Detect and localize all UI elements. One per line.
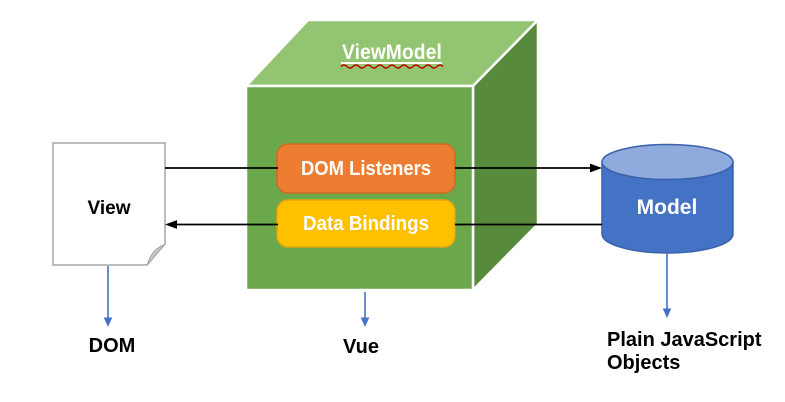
page-fold	[147, 244, 165, 265]
caption-arrows	[103, 253, 672, 327]
view-document: View	[52, 142, 166, 266]
view-label: View	[88, 198, 131, 219]
data-bindings-box: Data Bindings	[276, 199, 456, 248]
connector-arrows	[165, 163, 602, 229]
viewmodel-title: ViewModel	[342, 41, 442, 64]
arrowhead-to-view	[165, 220, 177, 229]
model-label: Model	[637, 196, 698, 219]
dom-listeners-box: DOM Listeners	[276, 143, 456, 194]
arrowhead-to-model	[590, 163, 602, 173]
spellcheck-squiggle	[340, 64, 444, 69]
vue-caption: Vue	[343, 336, 379, 358]
captions: DOM Vue Plain JavaScript Objects	[89, 329, 762, 374]
objects-caption-line2: Objects	[607, 352, 680, 374]
cylinder-top	[601, 143, 734, 181]
dom-caption: DOM	[89, 335, 136, 357]
objects-caption-line1: Plain JavaScript	[607, 329, 762, 351]
viewmodel-cube: ViewModel	[244, 18, 540, 292]
arrowhead-objects-caption	[662, 308, 672, 318]
model-cylinder: Model	[601, 143, 734, 254]
arrowhead-dom-caption	[103, 317, 113, 327]
dom-listeners-label: DOM Listeners	[301, 158, 431, 180]
data-bindings-label: Data Bindings	[303, 213, 429, 235]
cylinder-body	[601, 161, 734, 254]
arrowhead-vue-caption	[360, 317, 370, 327]
